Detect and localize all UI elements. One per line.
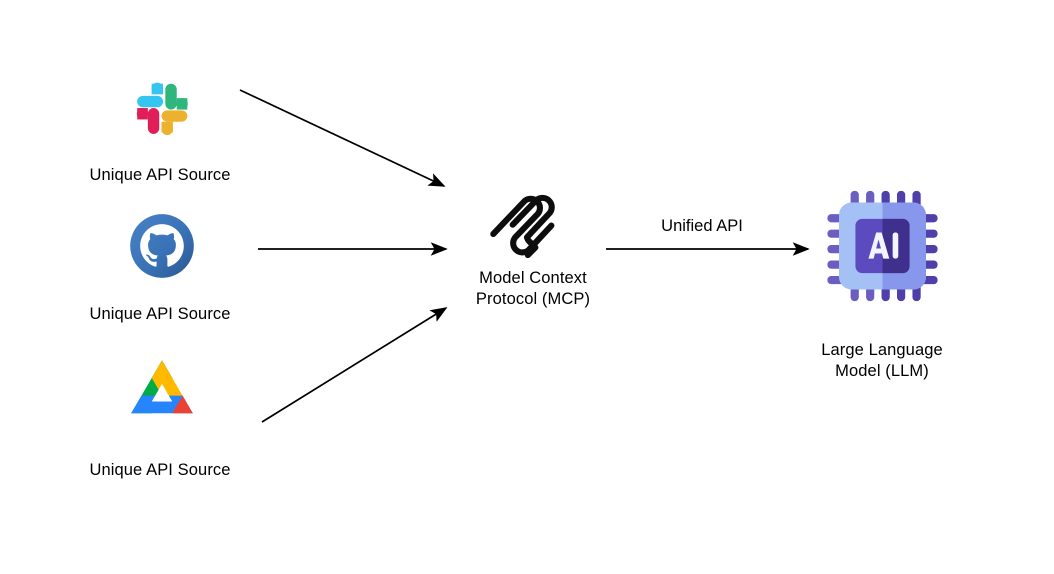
node-label-slack-source: Unique API Source	[89, 166, 231, 184]
mcp-logo-icon	[487, 186, 572, 266]
node-label-googledrive-source: Unique API Source	[89, 461, 231, 479]
node-label-mcp-hub: Model Context Protocol (MCP)	[475, 269, 591, 308]
github-logo-icon	[125, 209, 199, 283]
arrow-googledrive-to-mcp	[261, 307, 448, 423]
node-label-llm-target: Large Language Model (LLM)	[821, 341, 943, 380]
slack-logo-icon	[122, 67, 198, 143]
node-label-github-source: Unique API Source	[89, 305, 231, 323]
google-drive-logo-icon	[125, 356, 199, 422]
ai-chip-icon	[824, 188, 941, 304]
edge-label-unified-api: Unified API	[661, 217, 743, 235]
